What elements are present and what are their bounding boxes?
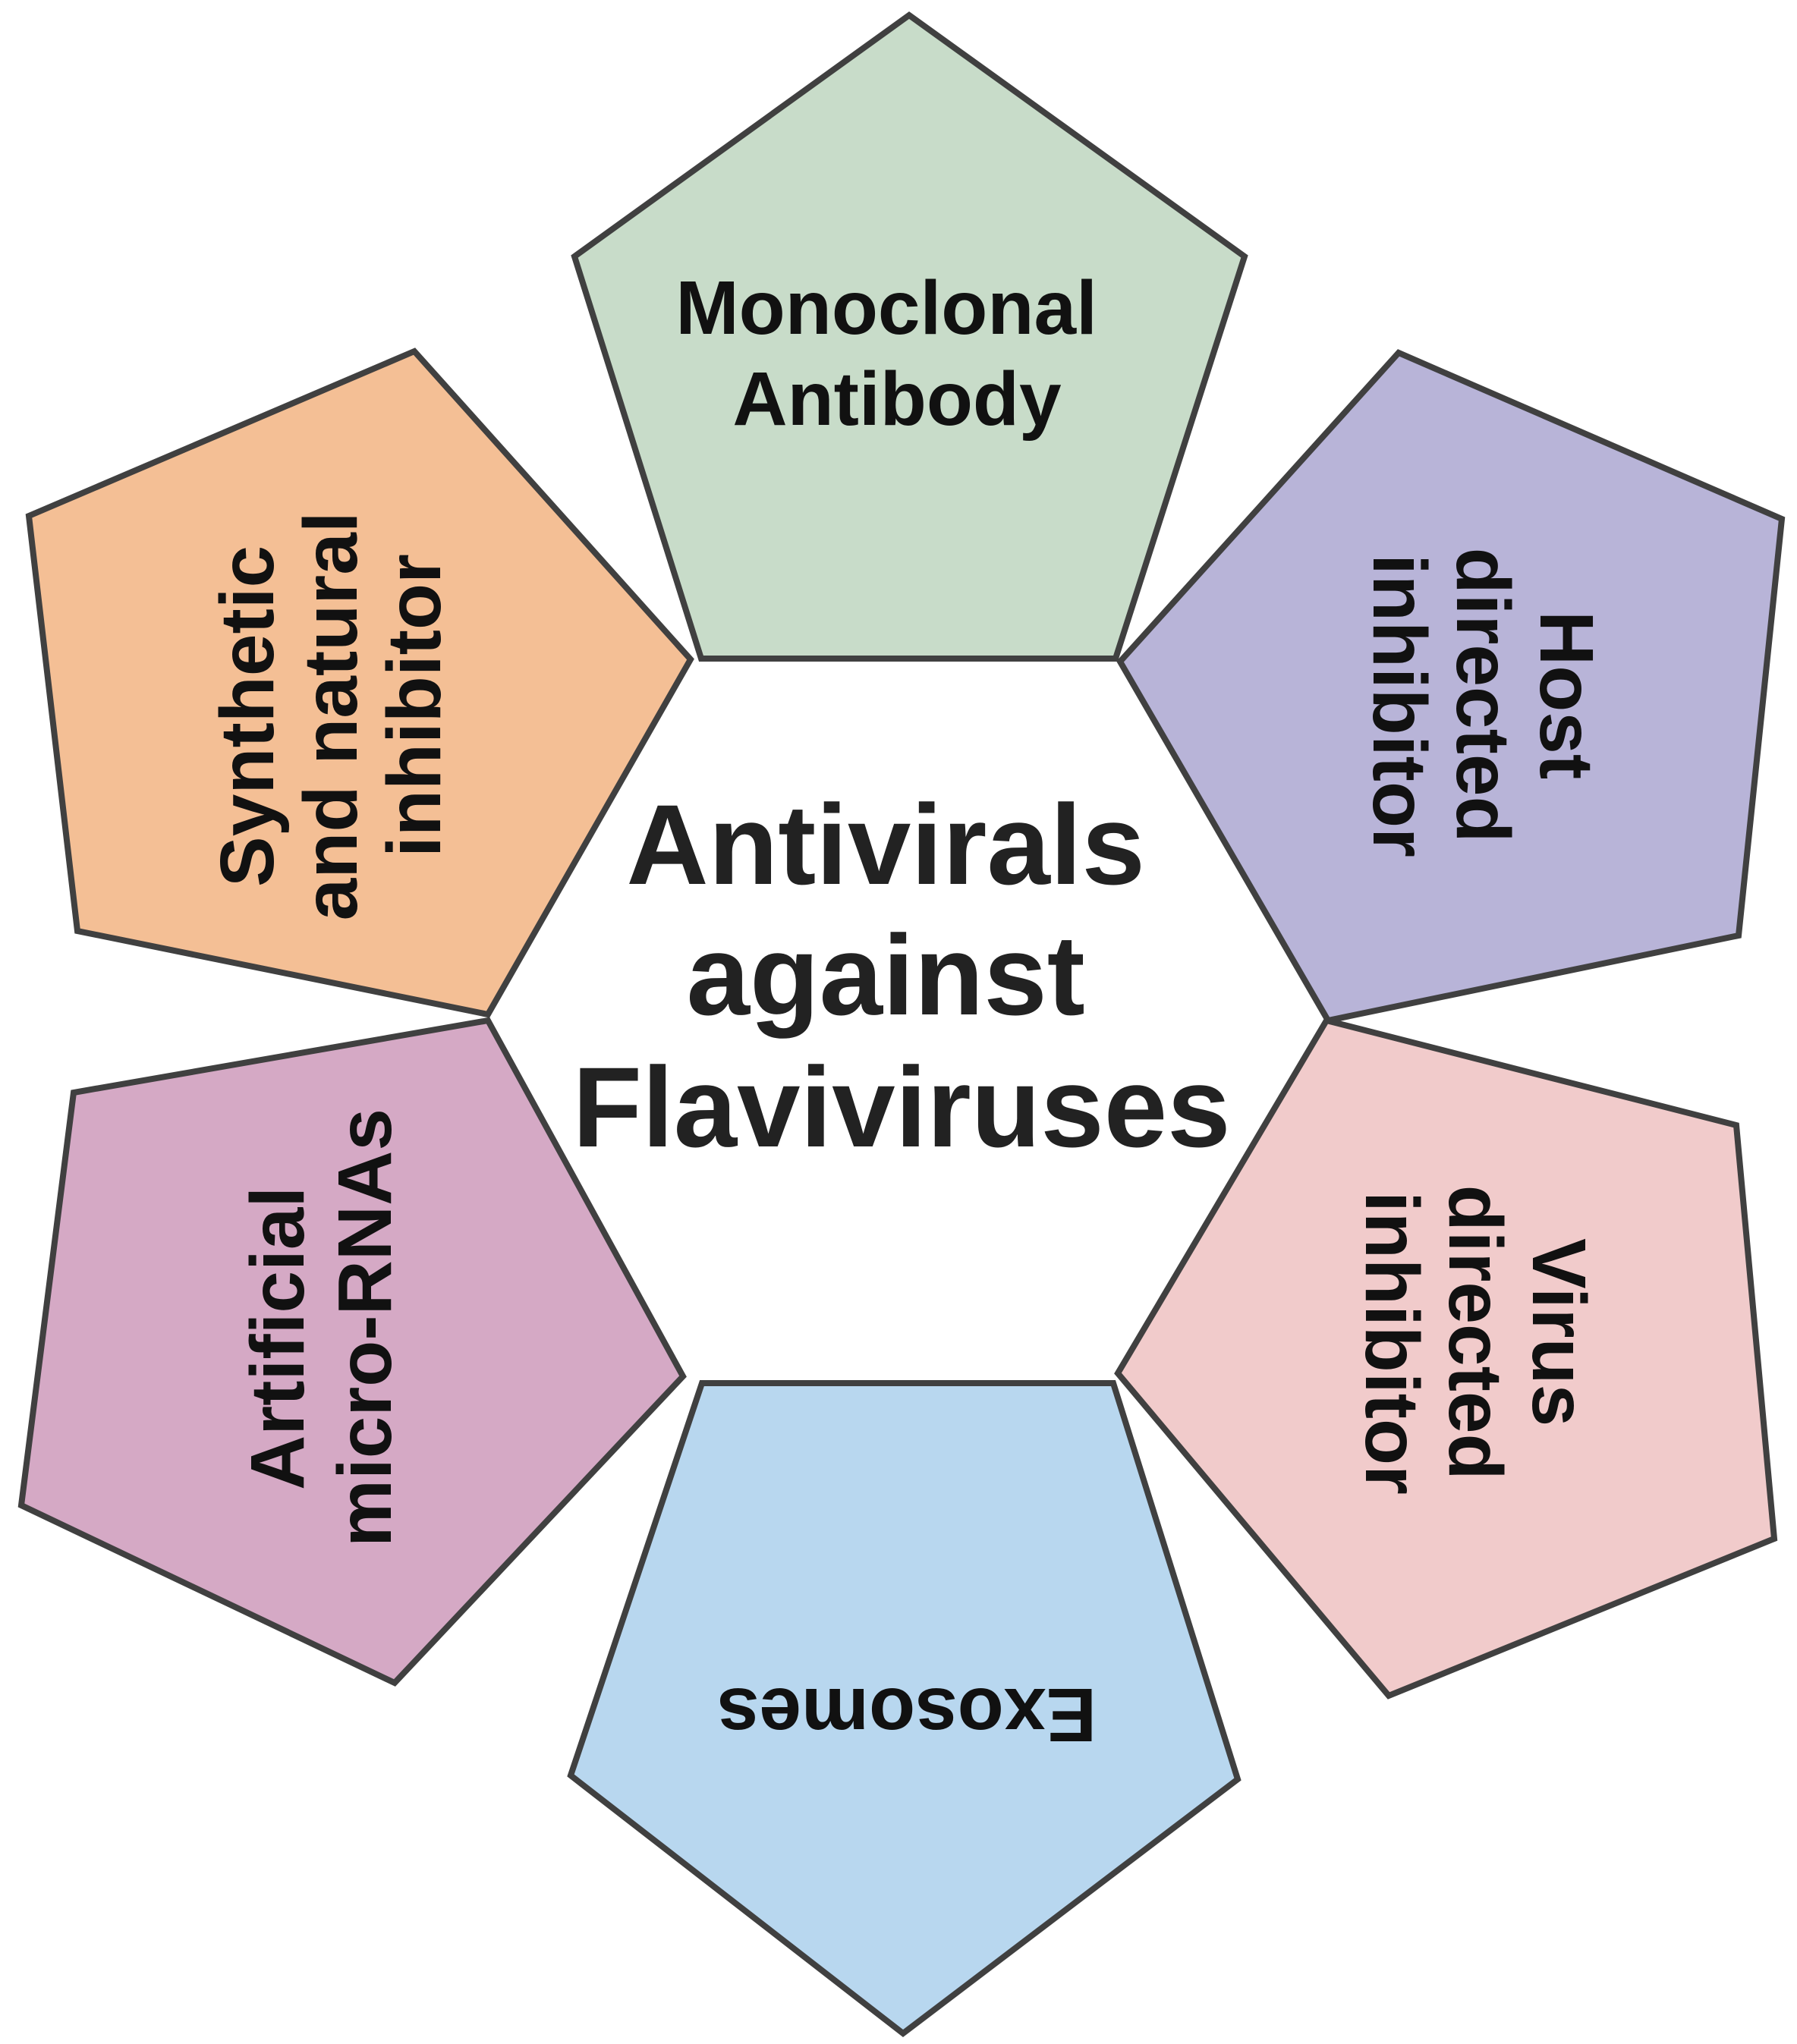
petal-label: Artificial micro-RNAs xyxy=(235,1108,408,1547)
petal-label: Synthetic and natural inhibitor xyxy=(205,491,457,921)
petal-artificial-micro-rnas: Artificial micro-RNAs xyxy=(17,1017,687,1687)
petal-synthetic-natural-inhibitor: Synthetic and natural inhibitor xyxy=(25,347,694,1018)
petal-label: Monoclonal Antibody xyxy=(675,266,1118,442)
petal-label: Exosomes xyxy=(717,1672,1097,1757)
pentagon-shape xyxy=(17,1017,687,1687)
pentagon-shape xyxy=(571,11,1248,662)
petal-exosomes: Exosomes xyxy=(567,1380,1242,2038)
petal-label: Host directed inhibitor xyxy=(1357,548,1609,864)
petal-monoclonal-antibody: Monoclonal Antibody xyxy=(571,11,1248,662)
pentagon-shape xyxy=(1114,1017,1778,1700)
petal-virus-directed-inhibitor: Virus directed inhibitor xyxy=(1114,1017,1778,1700)
center-title: Antivirals against Flaviviruses xyxy=(572,781,1230,1171)
pentagon-shape xyxy=(25,347,694,1018)
petal-label: Virus directed inhibitor xyxy=(1349,1185,1601,1502)
petal-host-directed-inhibitor: Host directed inhibitor xyxy=(1116,349,1786,1024)
pentagon-shape xyxy=(567,1380,1242,2038)
pentagon-shape xyxy=(1116,349,1786,1024)
